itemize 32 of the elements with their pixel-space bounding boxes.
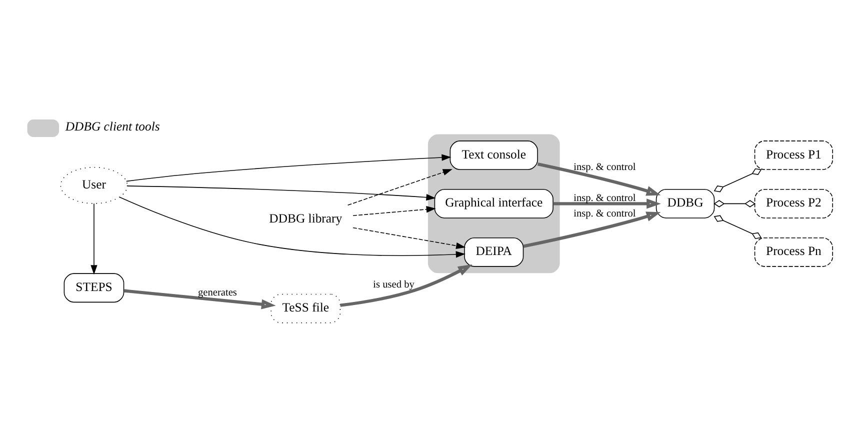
connector [714, 215, 762, 240]
node-box: Graphical interface [434, 189, 554, 218]
node-box: DDBG [656, 189, 715, 218]
edge-label: is used by [373, 279, 414, 290]
node-box: Process P2 [754, 189, 834, 218]
arrow [90, 203, 98, 275]
arrow [119, 196, 466, 258]
arrow [126, 186, 436, 201]
node-ellipse: User [60, 166, 128, 204]
arrow [126, 154, 452, 182]
edge-label: generates [198, 287, 237, 298]
arrow [537, 162, 661, 196]
arrow [553, 198, 661, 209]
node-box: Text console [450, 140, 538, 170]
connector [714, 200, 756, 208]
cluster [428, 134, 560, 274]
edge-label: insp. & control [574, 192, 636, 204]
node-text: DDBG library [269, 212, 342, 226]
legend-label: DDBG client tools [65, 119, 160, 134]
arrow [124, 289, 276, 310]
node-box: TeSS file [270, 294, 341, 324]
edge-label: insp. & control [574, 162, 636, 173]
arrow [340, 264, 472, 307]
node-box: Process P1 [754, 140, 834, 170]
node-box: Process Pn [754, 237, 834, 267]
edge-label: insp. & control [574, 208, 636, 220]
connector [714, 168, 762, 192]
arrow [352, 206, 436, 216]
node-box: STEPS [64, 273, 124, 303]
arrow [347, 169, 452, 206]
arrow [352, 227, 466, 249]
node-box: DEIPA [464, 237, 524, 267]
